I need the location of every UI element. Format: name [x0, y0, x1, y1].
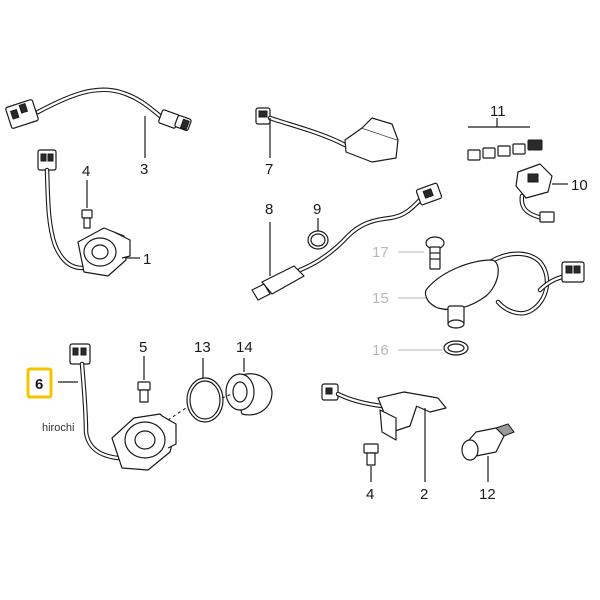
callout-14: 14	[236, 339, 253, 356]
part-8-oxygen-sensor	[251, 182, 443, 301]
part-13-o-ring	[167, 358, 224, 423]
part-7-switch-cable	[255, 107, 399, 163]
part-1-sensor	[37, 149, 140, 277]
callout-7: 7	[265, 161, 273, 178]
part-6-sensor	[58, 343, 177, 471]
callout-6: 6	[35, 376, 43, 393]
callout-15: 15	[372, 290, 389, 307]
part-5-screw	[137, 356, 151, 403]
part-15-sensor	[398, 251, 585, 329]
callout-17: 17	[372, 244, 389, 261]
part-11-clip-set	[467, 118, 543, 161]
part-16-ring	[398, 340, 469, 356]
callout-6-highlight	[26, 367, 53, 399]
part-3-speed-sensor-cable	[5, 87, 192, 158]
callout-4-bottom: 4	[366, 486, 374, 503]
part-12-pressure-switch	[461, 423, 515, 482]
part-2-switch-cable	[321, 383, 447, 482]
part-4-screw-top	[81, 180, 93, 229]
callout-5: 5	[139, 339, 147, 356]
callout-3: 3	[140, 161, 148, 178]
part-14-seal	[221, 358, 273, 416]
callout-2: 2	[420, 486, 428, 503]
callout-10: 10	[571, 177, 588, 194]
part-4-screw-bottom	[363, 443, 379, 482]
callout-12: 12	[479, 486, 496, 503]
part-10-connector	[515, 163, 568, 223]
callout-4-top: 4	[82, 163, 90, 180]
callout-8: 8	[265, 201, 273, 218]
part-17-bolt	[398, 236, 445, 270]
callout-9: 9	[313, 201, 321, 218]
part-9-ring	[307, 218, 329, 250]
callout-11: 11	[490, 103, 506, 120]
callout-13: 13	[194, 339, 211, 356]
callout-1: 1	[143, 251, 151, 268]
watermark: hirochi	[42, 422, 74, 434]
callout-16: 16	[372, 342, 389, 359]
